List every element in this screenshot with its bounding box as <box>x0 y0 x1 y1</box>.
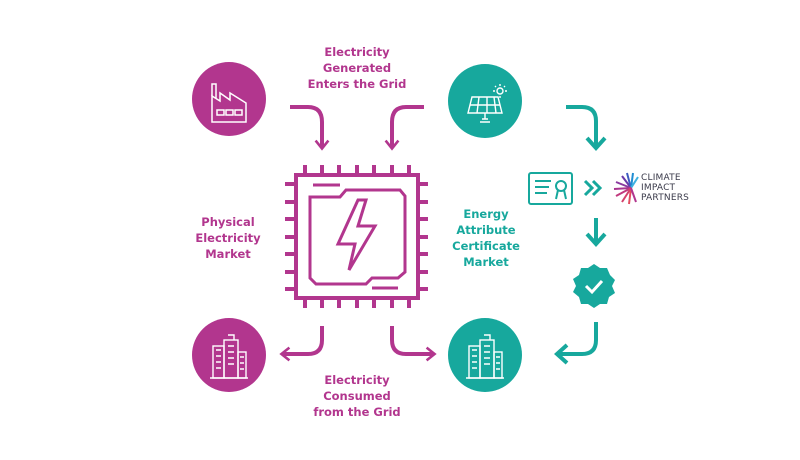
factory-node <box>192 62 266 136</box>
climate-impact-partners-logo <box>613 172 639 205</box>
buildings-icon <box>210 334 248 379</box>
label-line: Enters the Grid <box>307 77 407 91</box>
check-badge-icon <box>573 264 615 308</box>
certificate-icon <box>528 172 573 205</box>
label-line: Generated <box>322 61 392 75</box>
label-line: Consumed <box>323 389 391 403</box>
flow-arrows-physical <box>279 105 437 362</box>
grid-chip-icon <box>285 165 428 308</box>
label-line: Electricity <box>324 373 390 387</box>
label-physical-market: Physical Electricity Market <box>158 214 298 262</box>
label-line: Market <box>463 255 509 269</box>
logo-line: CLIMATE <box>641 173 681 183</box>
label-line: Certificate <box>452 239 520 253</box>
logo-text: CLIMATE IMPACT PARTNERS <box>641 173 689 203</box>
logo-line: PARTNERS <box>641 193 690 203</box>
flow-arrows-certificate <box>554 105 607 365</box>
solar-node <box>448 64 522 138</box>
buildings-icon <box>466 334 504 379</box>
label-line: Market <box>205 247 251 261</box>
label-line: Physical <box>201 215 255 229</box>
consumer-node-physical <box>192 318 266 392</box>
label-eac-market: Energy Attribute Certificate Market <box>416 206 556 270</box>
logo-line: IMPACT <box>641 183 676 193</box>
label-electricity-generated: Electricity Generated Enters the Grid <box>287 44 427 92</box>
label-line: Energy <box>463 207 509 221</box>
label-line: Attribute <box>456 223 516 237</box>
solar-panel-icon <box>467 84 507 123</box>
factory-icon <box>211 83 247 123</box>
label-electricity-consumed: Electricity Consumed from the Grid <box>287 372 427 420</box>
consumer-node-certificate <box>448 318 522 392</box>
label-line: from the Grid <box>313 405 401 419</box>
label-line: Electricity <box>324 45 390 59</box>
label-line: Electricity <box>195 231 261 245</box>
